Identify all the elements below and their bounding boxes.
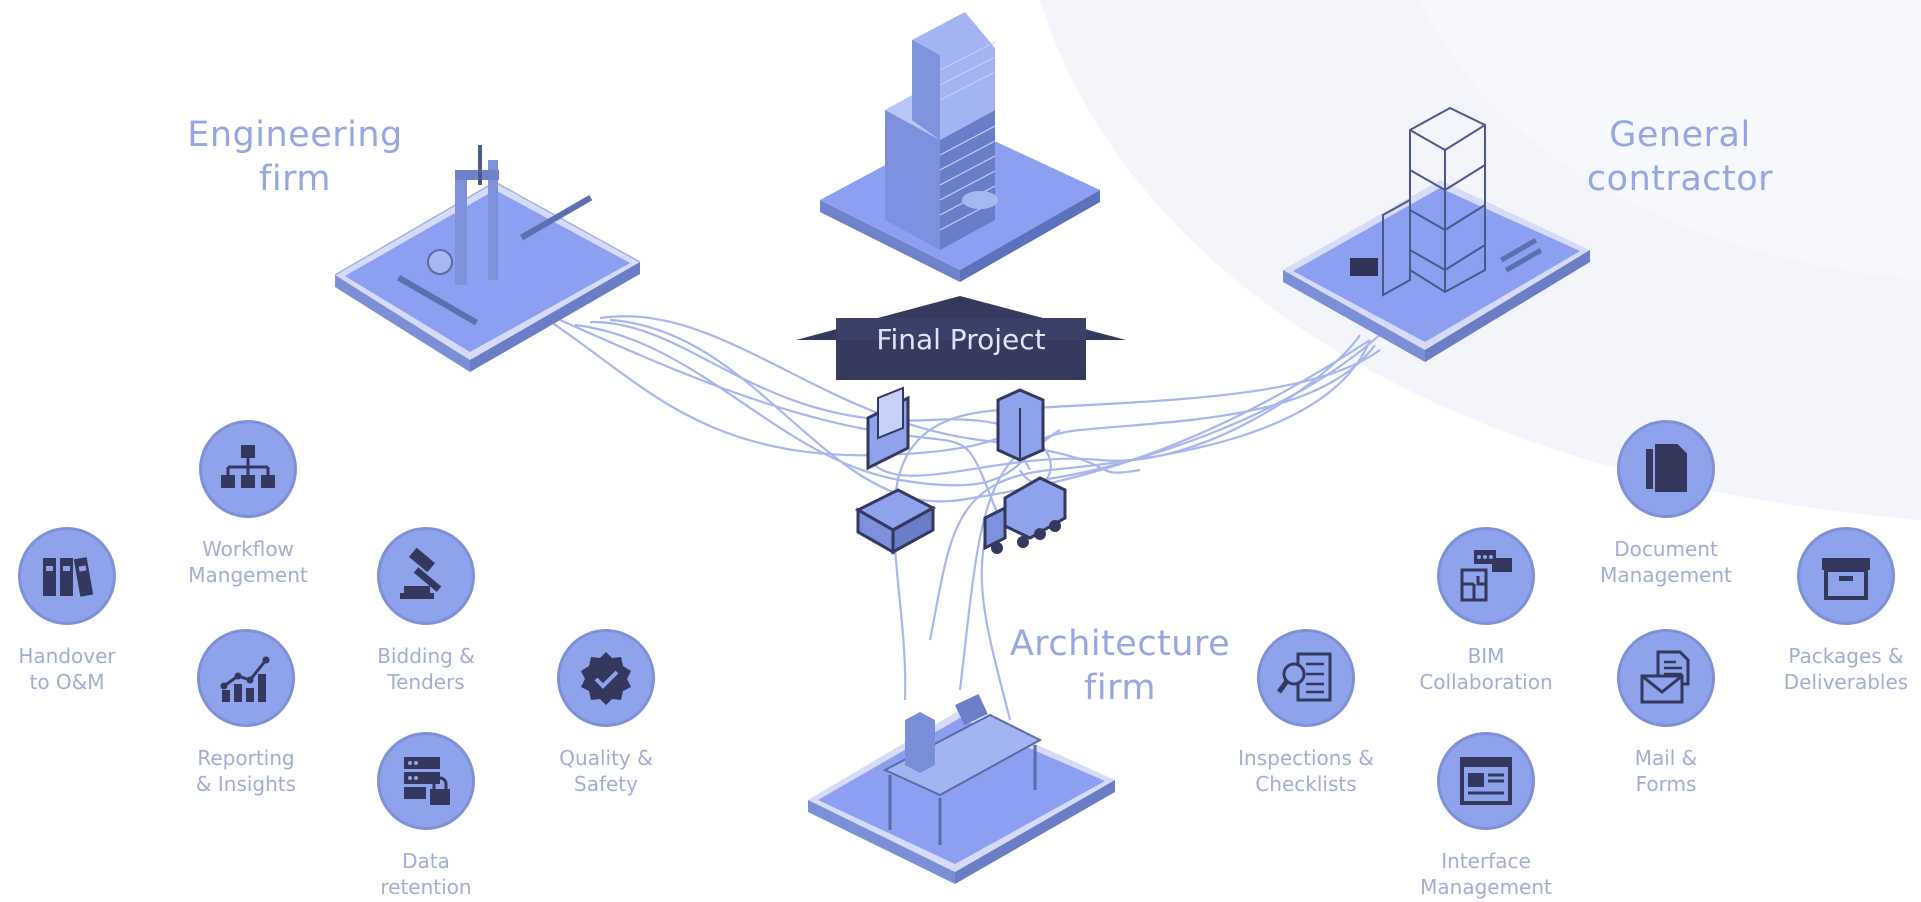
feature-inspections[interactable]: Inspections & Checklists: [1206, 629, 1406, 797]
engineering-firm-label: Engineering firm: [187, 115, 403, 199]
engineering-platform: [334, 145, 641, 372]
background-arc-inner: [1420, 0, 1921, 280]
feature-workflow[interactable]: Workflow Mangement: [148, 420, 348, 588]
feature-bidding[interactable]: Bidding & Tenders: [326, 527, 526, 695]
feature-workflow-label: Workflow Mangement: [188, 537, 308, 587]
archive-box-icon: [1822, 558, 1870, 600]
feature-quality-node: [557, 629, 655, 727]
feature-handover[interactable]: Handover to O&M: [0, 527, 167, 695]
feature-workflow-node: [199, 420, 297, 518]
feature-reporting-label: Reporting & Insights: [195, 746, 297, 796]
envelope-icon: [1640, 650, 1690, 704]
gavel-icon: [400, 547, 442, 599]
tower-building: [820, 12, 1100, 282]
server-lock-icon: [404, 757, 450, 805]
bar-chart-icon: [220, 656, 270, 702]
feature-handover-node: [18, 527, 116, 625]
feature-inspections-label: Inspections & Checklists: [1238, 746, 1374, 796]
feature-data-retention-node: [377, 732, 475, 830]
feature-bim-label: BIM Collaboration: [1419, 644, 1553, 694]
feature-quality[interactable]: Quality & Safety: [506, 629, 706, 797]
final-project-banner: [796, 296, 1126, 380]
hierarchy-icon: [221, 445, 275, 488]
window-layout-icon: [1460, 757, 1512, 805]
final-project-label: Final Project: [876, 323, 1046, 356]
printer-icon: [854, 488, 937, 555]
feature-quality-label: Quality & Safety: [559, 746, 653, 796]
feature-mail-node: [1617, 629, 1715, 727]
check-badge-icon: [581, 652, 631, 705]
feature-reporting[interactable]: Reporting & Insights: [146, 629, 346, 797]
feature-handover-label: Handover to O&M: [18, 644, 116, 694]
feature-document-node: [1617, 420, 1715, 518]
feature-interface[interactable]: Interface Management: [1386, 732, 1586, 900]
feature-bidding-label: Bidding & Tenders: [377, 644, 475, 694]
feature-inspections-node: [1257, 629, 1355, 727]
documents-icon: [1646, 442, 1689, 494]
feature-document-label: Document Management: [1600, 537, 1732, 587]
feature-packages[interactable]: Packages & Deliverables: [1746, 527, 1921, 695]
feature-data-retention-label: Data retention: [380, 849, 472, 899]
truck-icon: [983, 476, 1067, 554]
feature-data-retention[interactable]: Data retention: [326, 732, 526, 900]
feature-reporting-node: [197, 629, 295, 727]
file-cabinet-icon: [866, 386, 910, 471]
feature-document[interactable]: Document Management: [1566, 420, 1766, 588]
feature-interface-node: [1437, 732, 1535, 830]
chat-floorplan-icon: [1460, 550, 1512, 602]
feature-bidding-node: [377, 527, 475, 625]
architecture-platform: [808, 694, 1115, 884]
feature-interface-label: Interface Management: [1420, 849, 1552, 899]
feature-bim[interactable]: BIM Collaboration: [1386, 527, 1586, 695]
general-contractor-label: General contractor: [1586, 115, 1774, 199]
computer-tower-icon: [996, 388, 1045, 462]
feature-mail[interactable]: Mail & Forms: [1566, 629, 1766, 797]
feature-bim-node: [1437, 527, 1535, 625]
contractor-platform: [1283, 106, 1590, 362]
feature-mail-label: Mail & Forms: [1634, 746, 1698, 796]
checklist-search-icon: [1276, 652, 1332, 702]
binders-icon: [43, 557, 94, 597]
feature-packages-label: Packages & Deliverables: [1783, 644, 1909, 694]
feature-packages-node: [1797, 527, 1895, 625]
architecture-firm-label: Architecture firm: [1009, 624, 1231, 708]
